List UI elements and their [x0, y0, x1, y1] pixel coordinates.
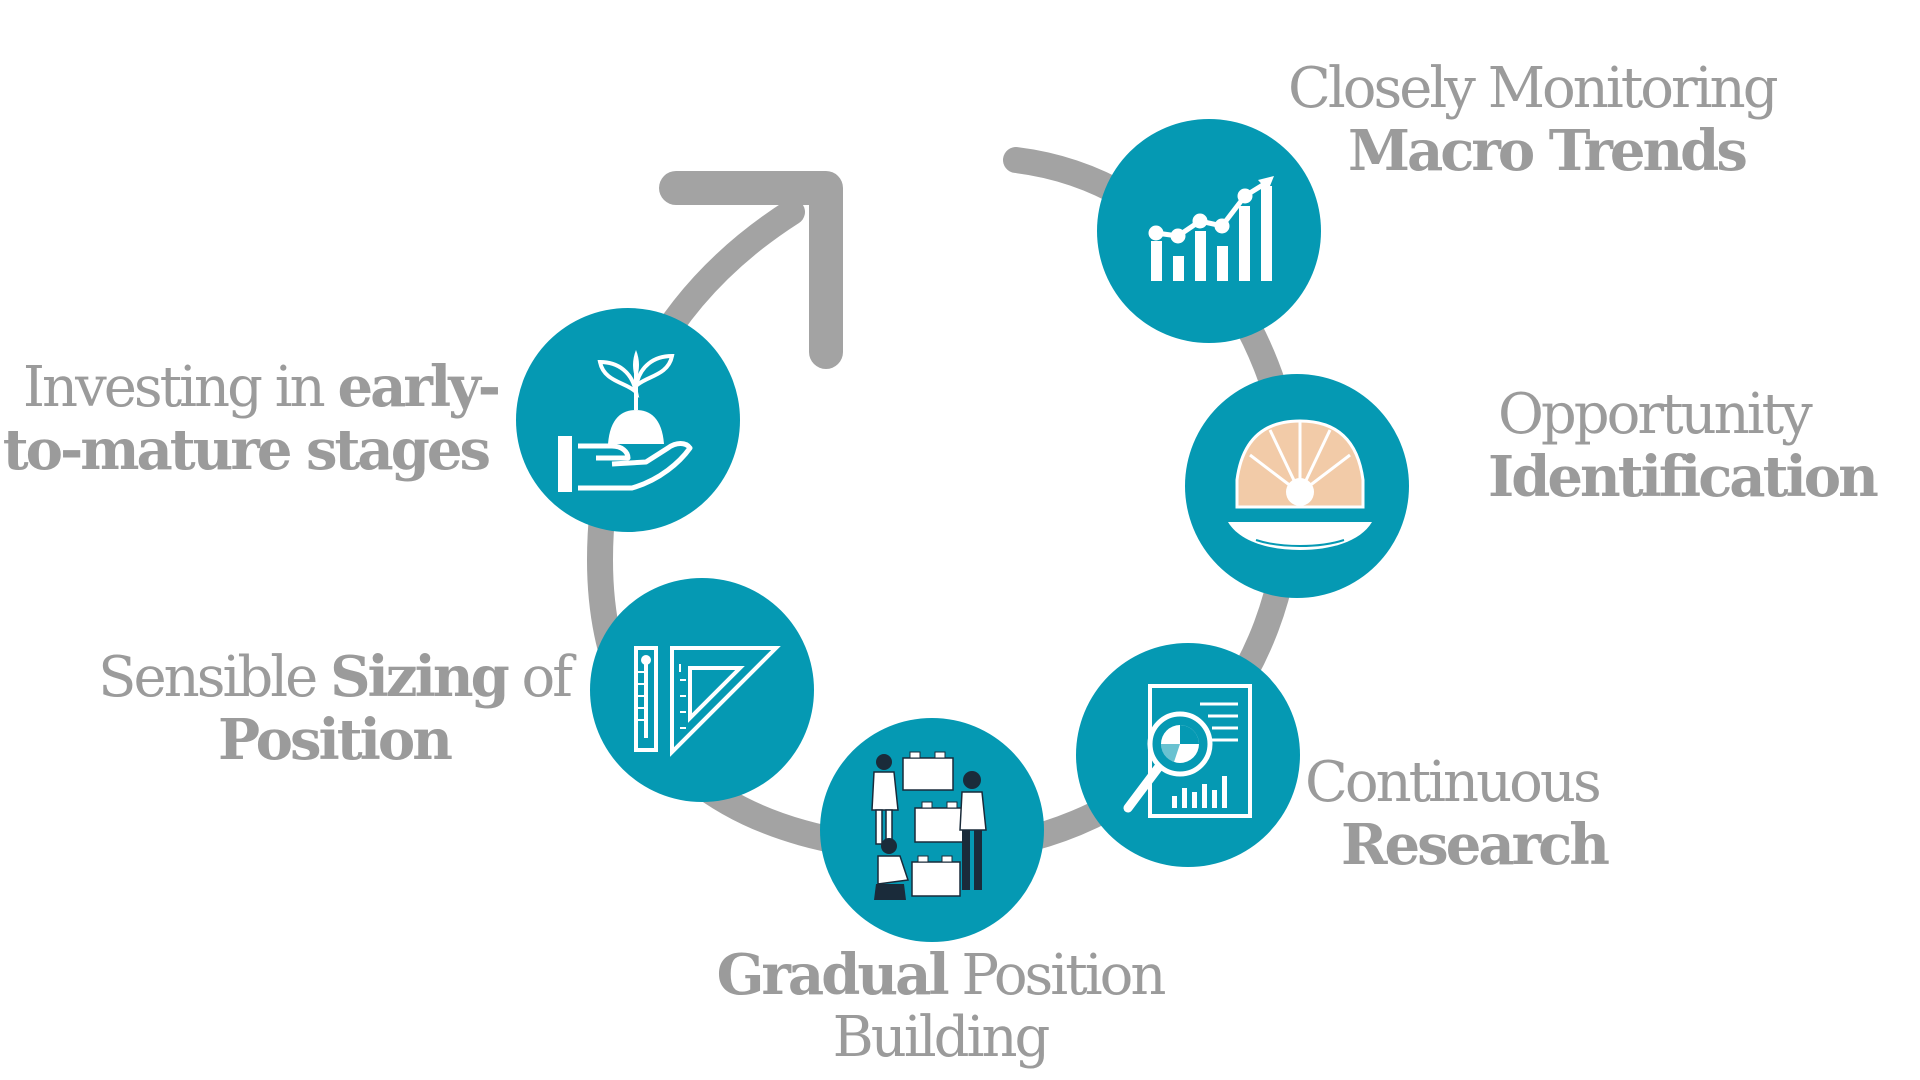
- step-circle-gradual: [820, 718, 1044, 942]
- label-line: Closely Monitoring: [1288, 56, 1779, 121]
- label-line: Macro Trends: [1348, 118, 1748, 184]
- ruler-triangle-icon: [634, 646, 781, 757]
- bar-chart-trend-icon: [1148, 176, 1274, 281]
- step-circle-investing: [516, 308, 740, 532]
- person-figure: [874, 838, 909, 900]
- label-macro-trends: Closely Monitoring Macro Trends: [1288, 56, 1779, 184]
- label-investing: Investing in early- to-mature stages: [0, 354, 501, 483]
- step-circle-research: [1076, 643, 1300, 867]
- step-circle-macro-trends: [1097, 119, 1321, 343]
- hand-sprout-icon: [558, 350, 693, 492]
- label-line: Gradual Position: [716, 942, 1167, 1008]
- pearl-shell-icon: [1228, 419, 1372, 550]
- step-circle-opportunity: [1185, 374, 1409, 598]
- label-line: Opportunity: [1498, 382, 1813, 447]
- label-sizing: Sensible Sizing of Position: [60, 644, 573, 773]
- label-line: Sensible Sizing of: [98, 644, 573, 710]
- label-line: to-mature stages: [2, 417, 491, 483]
- arrow-head: [659, 171, 843, 369]
- label-line: Research: [1341, 812, 1610, 878]
- label-line: Investing in early-: [22, 354, 501, 420]
- magnifier-report-icon: [1123, 684, 1252, 818]
- label-research: Continuous Research: [1305, 750, 1610, 878]
- step-circle-sizing: [590, 578, 814, 802]
- label-line: Building: [832, 1005, 1051, 1070]
- person-figure: [959, 771, 987, 890]
- team-building-blocks-icon: [871, 751, 987, 900]
- label-gradual: Gradual Position Building: [700, 944, 1180, 1069]
- label-line: Position: [218, 707, 453, 773]
- label-line: Identification: [1488, 444, 1879, 510]
- label-line: Continuous: [1305, 750, 1602, 815]
- person-figure: [871, 754, 899, 845]
- label-opportunity: Opportunity Identification: [1488, 382, 1879, 510]
